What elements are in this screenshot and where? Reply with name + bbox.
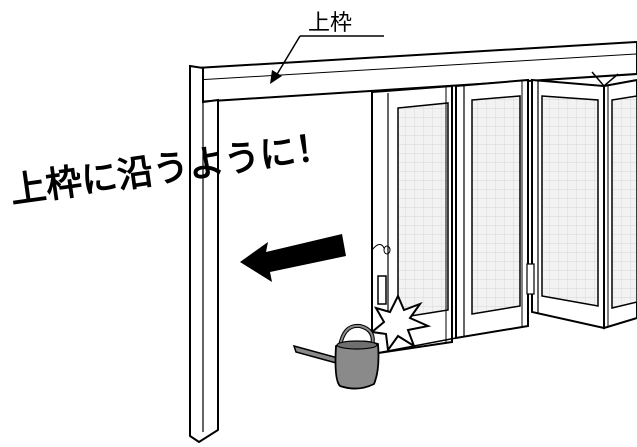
door-hook (371, 244, 391, 255)
door-panel-1 (371, 84, 453, 356)
door-panel-3 (526, 78, 605, 330)
arrow-left-down-icon (240, 234, 346, 282)
top-frame-callout-label: 上枠 (308, 11, 352, 36)
folding-door-panels (371, 71, 637, 356)
left-post (189, 64, 219, 444)
door-panel-4 (591, 71, 637, 330)
top-frame-callout-leader (270, 35, 384, 84)
instruction-text: 上枠に沿うように！ (8, 126, 335, 212)
door-panel-2 (455, 78, 529, 340)
collision-burst-icon (369, 275, 432, 353)
watering-can-icon (292, 323, 380, 390)
